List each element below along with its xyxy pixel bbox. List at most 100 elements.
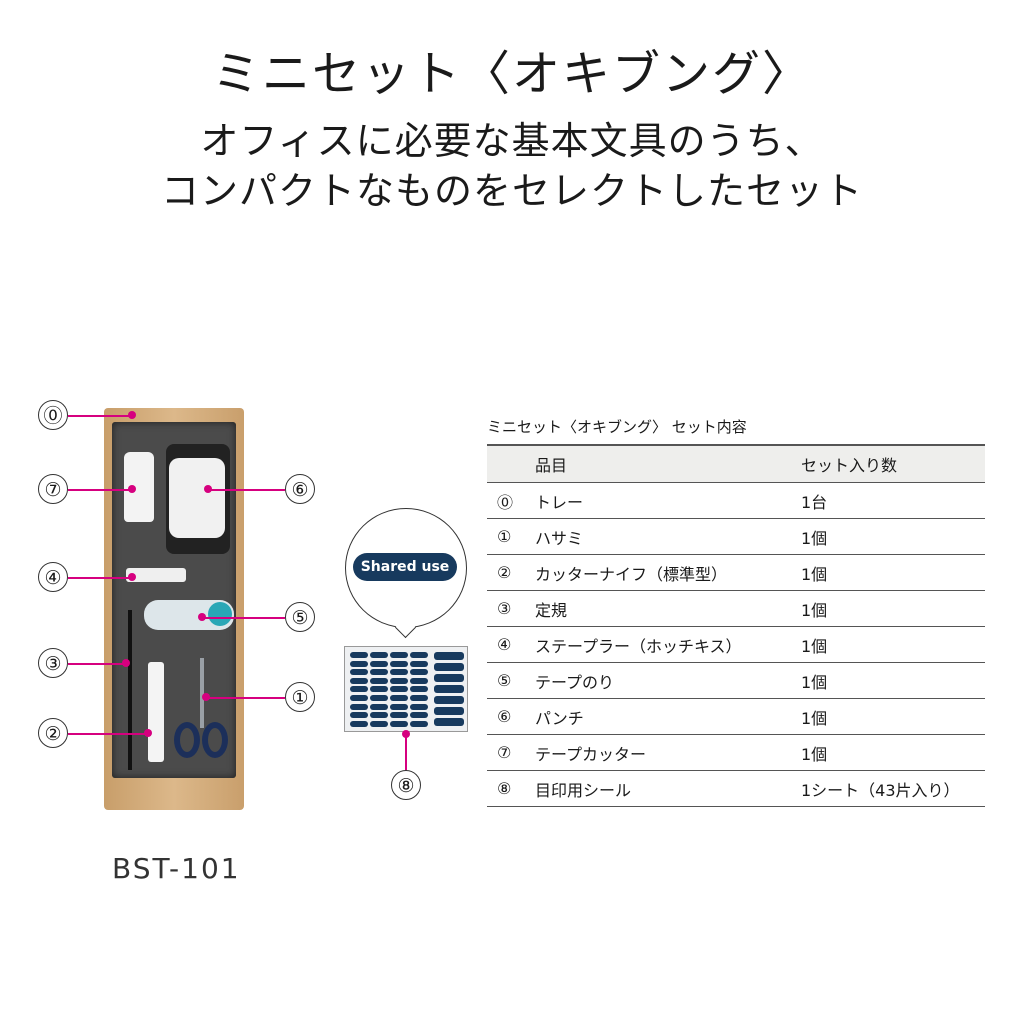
- row-item: テープカッター: [534, 734, 800, 771]
- subtitle-line-2: コンパクトなものをセレクトしたセット: [160, 169, 863, 213]
- tape-glue-reel-image: [208, 602, 232, 626]
- subtitle-line-1: オフィスに必要な基本文具のうち、: [200, 119, 824, 163]
- leader-8: [405, 734, 407, 772]
- callout-2: ②: [38, 718, 68, 748]
- col-header-item: 品目: [534, 444, 800, 483]
- leader-3: [68, 663, 126, 665]
- leader-dot-8: [402, 730, 410, 738]
- shared-use-label: Shared use: [353, 553, 457, 581]
- sticker: [370, 686, 388, 693]
- row-qty: 1個: [800, 518, 985, 555]
- row-no: ⑧: [487, 770, 534, 807]
- sticker: [434, 707, 464, 715]
- leader-dot-4: [128, 573, 136, 581]
- callout-3: ③: [38, 648, 68, 678]
- sticker: [390, 720, 408, 727]
- sticker: [410, 686, 428, 693]
- sticker: [410, 712, 428, 719]
- row-item: ハサミ: [534, 518, 800, 555]
- row-qty: 1個: [800, 554, 985, 591]
- row-no: ③: [487, 590, 534, 627]
- sticker: [434, 652, 464, 660]
- table-title: ミニセット〈オキブング〉 セット内容: [487, 418, 747, 436]
- sticker: [390, 677, 408, 684]
- model-number: BST-101: [112, 852, 241, 885]
- leader-7: [68, 489, 132, 491]
- scissors-handle-left-image: [174, 722, 200, 758]
- sticker: [410, 677, 428, 684]
- stapler-image: [126, 568, 186, 582]
- callout-5: ⑤: [285, 602, 315, 632]
- sticker: [410, 669, 428, 676]
- sticker-sheet-image: [344, 646, 468, 732]
- row-item: 目印用シール: [534, 770, 800, 807]
- row-item: テープのり: [534, 662, 800, 699]
- row-no: ①: [487, 518, 534, 555]
- row-item: ステープラー（ホッチキス）: [534, 626, 800, 663]
- leader-dot-0: [128, 411, 136, 419]
- sticker: [390, 695, 408, 701]
- punch-body-image: [169, 458, 225, 538]
- sticker: [390, 703, 408, 710]
- callout-7: ⑦: [38, 474, 68, 504]
- callout-4: ④: [38, 562, 68, 592]
- sticker: [390, 669, 408, 676]
- sticker: [370, 677, 388, 684]
- sticker: [390, 652, 408, 658]
- row-no: ⓪: [487, 482, 534, 519]
- row-qty: 1個: [800, 626, 985, 663]
- row-no: ②: [487, 554, 534, 591]
- sticker: [390, 712, 408, 719]
- row-qty: 1台: [800, 482, 985, 519]
- leader-2: [68, 733, 148, 735]
- leader-1: [206, 697, 285, 699]
- table-header-row: 品目 セット入り数: [487, 444, 985, 483]
- row-no: ⑥: [487, 698, 534, 735]
- sticker: [410, 695, 428, 701]
- row-item: パンチ: [534, 698, 800, 735]
- row-no: ⑦: [487, 734, 534, 771]
- row-item: トレー: [534, 482, 800, 519]
- row-qty: 1個: [800, 662, 985, 699]
- sticker: [410, 703, 428, 710]
- sticker: [350, 660, 368, 667]
- sticker: [434, 718, 464, 726]
- callout-1: ①: [285, 682, 315, 712]
- leader-dot-7: [128, 485, 136, 493]
- row-item: 定規: [534, 590, 800, 627]
- sticker: [434, 696, 464, 704]
- sticker: [434, 663, 464, 671]
- sticker: [370, 652, 388, 658]
- sticker: [370, 712, 388, 719]
- sticker: [390, 686, 408, 693]
- row-qty: 1個: [800, 698, 985, 735]
- sticker: [434, 685, 464, 693]
- leader-dot-2: [144, 729, 152, 737]
- leader-5: [202, 617, 285, 619]
- sticker: [370, 703, 388, 710]
- leader-dot-5: [198, 613, 206, 621]
- sticker: [370, 695, 388, 701]
- sticker: [350, 652, 368, 658]
- leader-dot-1: [202, 693, 210, 701]
- sticker: [350, 677, 368, 684]
- sticker: [350, 695, 368, 701]
- sticker: [410, 652, 428, 658]
- row-no: ⑤: [487, 662, 534, 699]
- sticker: [370, 720, 388, 727]
- callout-0: ⓪: [38, 400, 68, 430]
- sticker: [410, 660, 428, 667]
- leader-4: [68, 577, 132, 579]
- callout-6: ⑥: [285, 474, 315, 504]
- scissors-blade-image: [200, 658, 204, 728]
- tray-inner: [112, 422, 236, 778]
